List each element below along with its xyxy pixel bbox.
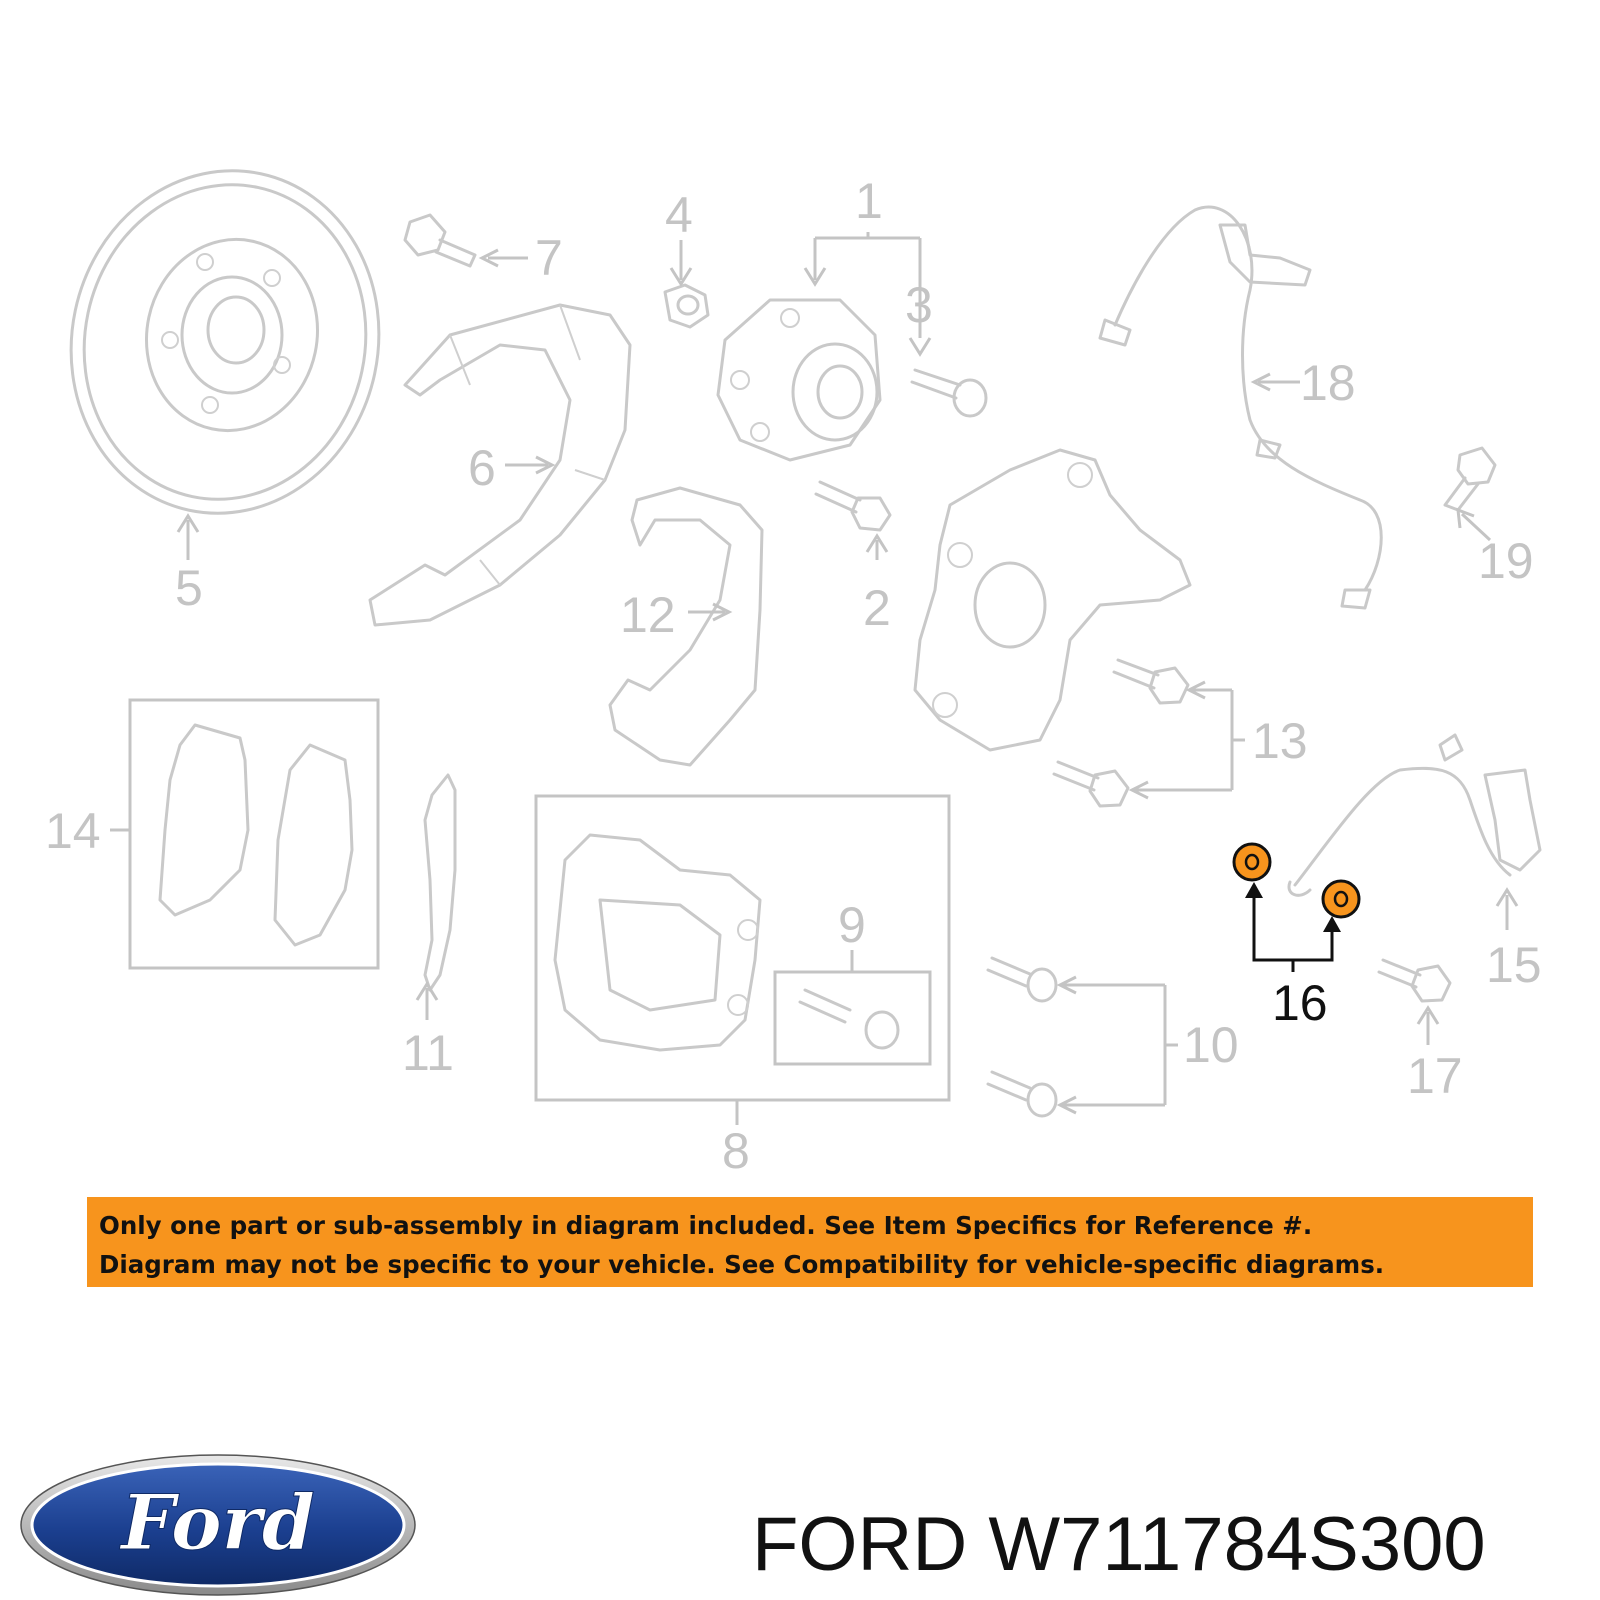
part-caliper-bracket [608,486,764,767]
callout-1: 1 [855,173,883,229]
part-number-label: FORD W711784S300 [752,1502,1486,1587]
leader-16 [1252,890,1334,972]
callout-9: 9 [838,897,866,953]
leader-10 [1062,983,1178,1107]
arrow-16b [1323,916,1341,932]
part-washers-16 [1232,842,1361,919]
callout-12: 12 [620,587,676,643]
part-brake-rotor [69,169,381,515]
callout-17: 17 [1407,1048,1463,1104]
notice-line-1: Only one part or sub-assembly in diagram… [99,1211,1313,1240]
part-dust-shield [368,303,632,627]
callout-4: 4 [665,187,693,243]
part-nut-4 [663,283,710,329]
callout-16: 16 [1272,975,1328,1031]
callout-14: 14 [45,803,101,859]
arrow-11 [415,981,439,1001]
callout-15: 15 [1486,937,1542,993]
arrow-13a [1185,680,1206,700]
arrow-12 [712,602,733,622]
arrow-16a [1245,882,1263,898]
callout-19: 19 [1478,533,1534,589]
part-brake-hose [1287,733,1542,897]
arrow-4 [669,267,693,287]
callout-11: 11 [402,1025,454,1081]
part-brake-pads [158,723,354,947]
part-wheel-stud-3 [910,368,988,418]
arrow-15 [1495,887,1519,907]
arrow-19 [1456,507,1475,529]
part-bolt-19 [1443,446,1497,512]
arrow-2 [865,533,889,553]
callout-5: 5 [175,560,203,616]
part-bolt-7 [403,213,477,268]
leader-19 [1460,512,1492,542]
arrow-7 [478,248,499,268]
arrow-1 [803,267,827,287]
part-bolts-13 [1052,658,1190,808]
callout-8: 8 [722,1123,750,1179]
arrow-10b [1056,1095,1077,1115]
arrow-6 [535,455,556,475]
callout-3: 3 [905,277,933,333]
part-abs-sensor-harness [1098,205,1383,610]
part-hub-bearing [716,298,882,462]
part-pad-clip [423,773,457,992]
callout-7: 7 [535,230,563,286]
box-brake-pads [128,698,380,970]
leader-13 [1132,688,1245,792]
box-guide-pin-kit [773,970,932,1066]
part-brake-caliper [553,833,762,1052]
part-steering-knuckle [913,448,1192,752]
notice-line-2: Diagram may not be specific to your vehi… [99,1250,1385,1279]
callout-6: 6 [468,440,496,496]
leader-1 [813,232,922,338]
callout-13: 13 [1252,713,1308,769]
box-caliper [534,794,951,1102]
part-banjo-bolt-17 [1377,958,1452,1003]
ford-logo-wordmark: Ford [119,1478,315,1567]
ford-logo: Ford [20,1454,416,1596]
part-guide-pin-kit [798,988,900,1050]
arrow-10a [1056,975,1077,995]
arrow-13b [1128,780,1149,800]
part-guide-pins-10 [986,956,1058,1118]
callout-18: 18 [1300,355,1356,411]
notice-banner: Only one part or sub-assembly in diagram… [87,1197,1533,1287]
callout-2: 2 [863,580,891,636]
arrow-5 [176,513,200,533]
arrow-1b [908,337,932,357]
arrow-18 [1250,372,1271,392]
arrow-17 [1416,1005,1440,1025]
part-bolt-2 [814,480,892,532]
callout-10: 10 [1183,1017,1239,1073]
